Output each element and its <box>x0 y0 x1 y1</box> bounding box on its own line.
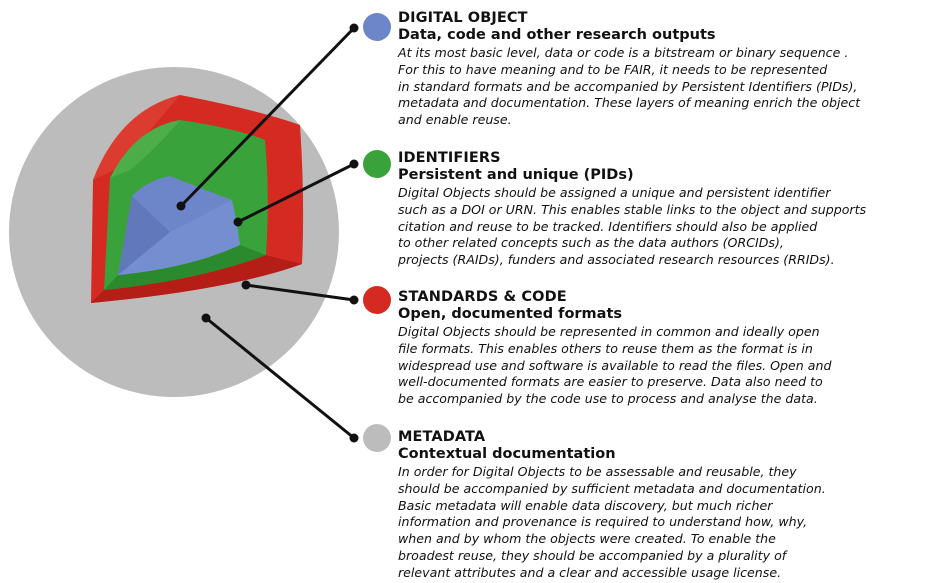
section-title: DIGITAL OBJECT <box>398 10 528 26</box>
description-line: Digital Objects should be represented in… <box>398 324 820 339</box>
description-line: For this to have meaning and to be FAIR,… <box>398 61 828 77</box>
endpoint-identifiers <box>233 217 243 227</box>
connector-standards <box>245 283 355 302</box>
section-subtitle: Persistent and unique (PIDs) <box>398 167 634 183</box>
section-title: STANDARDS & CODE <box>398 289 567 305</box>
description-line: when and by whom the objects were create… <box>398 531 776 547</box>
description-line: and enable reuse. <box>398 112 512 128</box>
section-subtitle: Open, documented formats <box>398 306 623 322</box>
digital-object-core <box>118 176 240 275</box>
description-line: in standard formats and be accompanied b… <box>398 78 858 94</box>
section-metadata: METADATA Contextual documentation In ord… <box>398 429 930 582</box>
section-digital-object: DIGITAL OBJECT Data, code and other rese… <box>398 10 930 129</box>
metadata-dot <box>363 424 391 452</box>
endpoint-metadata <box>201 313 211 323</box>
description-line: Basic metadata will enable data discover… <box>398 497 773 513</box>
description-line: projects (RAIDs), funders and associated… <box>398 252 835 268</box>
section-title: METADATA <box>398 429 486 445</box>
digital-object-dot <box>363 13 391 41</box>
description-line: At its most basic level, data or code is… <box>398 45 849 60</box>
description-line: such as a DOI or URN. This enables stabl… <box>398 201 867 217</box>
connector-metadata <box>205 316 355 440</box>
section-description: In order for Digital Objects to be asses… <box>398 464 930 582</box>
section-description: Digital Objects should be represented in… <box>398 324 930 408</box>
section-title: IDENTIFIERS <box>398 150 501 166</box>
section-identifiers: IDENTIFIERS Persistent and unique (PIDs)… <box>398 150 930 269</box>
description-line: to other related concepts such as the da… <box>398 235 784 251</box>
connector-endpoints <box>176 23 359 443</box>
connector-identifiers <box>237 162 355 224</box>
section-standards-code: STANDARDS & CODE Open, documented format… <box>398 289 930 408</box>
section-description: At its most basic level, data or code is… <box>398 45 930 129</box>
description-line: In order for Digital Objects to be asses… <box>398 464 797 479</box>
identifiers-dot <box>363 150 391 178</box>
connector-digital-object <box>179 26 356 208</box>
description-line: metadata and documentation. These layers… <box>398 95 861 111</box>
connectors <box>179 26 356 440</box>
description-line: should be accompanied by sufficient meta… <box>398 480 826 496</box>
description-line: Digital Objects should be assigned a uni… <box>398 185 831 200</box>
description-line: well-documented formats are easier to pr… <box>398 374 823 390</box>
standards-dot <box>363 286 391 314</box>
description-line: widespread use and software is available… <box>398 357 832 373</box>
description-line: relevant attributes and a clear and acce… <box>398 564 782 580</box>
description-line: information and provenance is required t… <box>398 514 808 530</box>
description-line: broadest reuse, they should be accompani… <box>398 547 787 563</box>
section-subtitle: Contextual documentation <box>398 446 616 462</box>
section-description: Digital Objects should be assigned a uni… <box>398 185 930 269</box>
description-line: be accompanied by the code use to proces… <box>398 391 818 407</box>
endpoint-digital-object <box>176 201 186 211</box>
section-subtitle: Data, code and other research outputs <box>398 27 716 43</box>
description-line: citation and reuse to be tracked. Identi… <box>398 218 818 234</box>
description-line: file formats. This enables others to reu… <box>398 340 813 356</box>
endpoint-standards <box>241 280 251 290</box>
